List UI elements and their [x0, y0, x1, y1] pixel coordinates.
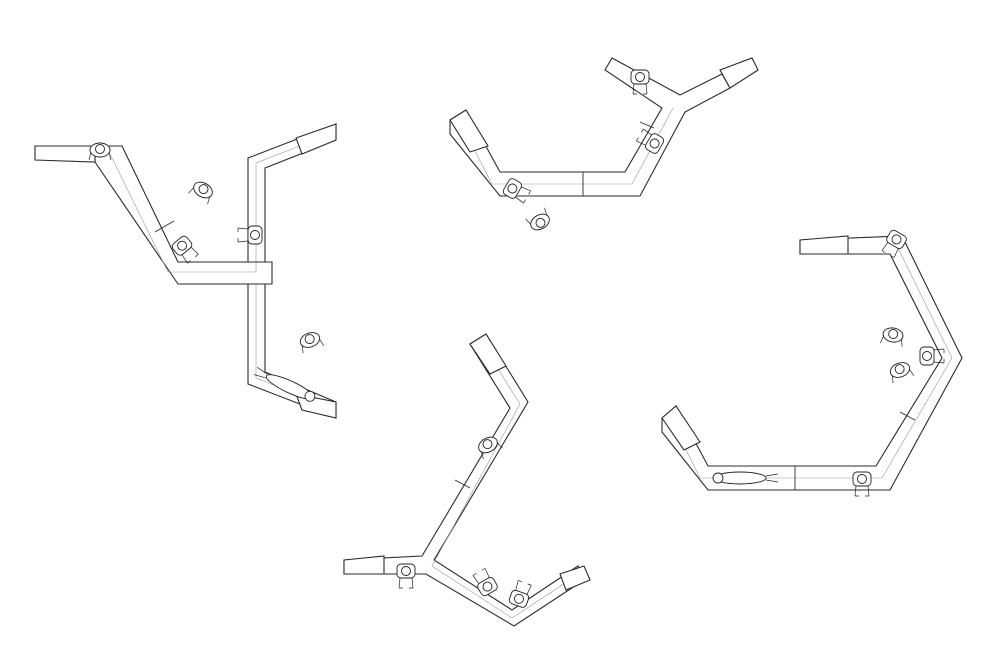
bench-module-3 [343, 333, 591, 627]
bench-module-4 [661, 228, 963, 497]
bench-module-1 [34, 123, 337, 419]
bench-module-2 [449, 57, 759, 235]
